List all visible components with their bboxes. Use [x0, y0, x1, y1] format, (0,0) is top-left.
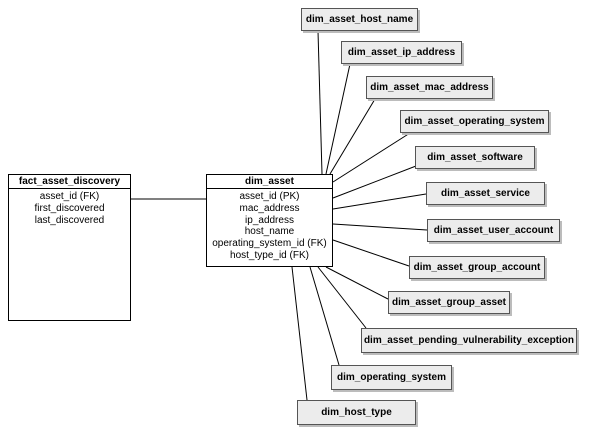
fact-asset-discovery-attributes: asset_id (FK) first_discovered last_disc… — [9, 189, 130, 226]
dim-asset-ip-address-line — [325, 63, 351, 175]
dim-asset-attributes: asset_id (PK) mac_address ip_address hos… — [207, 189, 332, 262]
dim-asset-software-table[interactable]: dim_asset_software — [415, 146, 535, 169]
fact-asset-discovery-table[interactable]: fact_asset_discovery asset_id (FK) first… — [8, 174, 131, 321]
dim-asset-host-name-table[interactable]: dim_asset_host_name — [301, 8, 418, 31]
fact-attribute: last_discovered — [34, 214, 105, 226]
dim-asset-operating-system-line — [332, 132, 411, 183]
dim-asset-pending-vulnerability-exception-table[interactable]: dim_asset_pending_vulnerability_exceptio… — [361, 328, 577, 353]
dim-asset-attribute: host_type_id (FK) — [230, 249, 309, 261]
dim-asset-user-account-line — [332, 223, 428, 231]
fact-attribute: asset_id (FK) — [39, 191, 100, 202]
dim-asset-ip-address-table[interactable]: dim_asset_ip_address — [341, 41, 462, 64]
dim-asset-mac-address-table[interactable]: dim_asset_mac_address — [366, 76, 493, 99]
dim-asset-software-line — [332, 165, 417, 199]
dim-asset-pending-vulnerability-exception-line — [317, 266, 367, 329]
dim-asset-group-account-table[interactable]: dim_asset_group_account — [409, 256, 545, 279]
dim-asset-attribute: host_name — [244, 226, 295, 238]
dim-asset-attribute: ip_address — [245, 214, 294, 226]
fact-attribute: first_discovered — [34, 202, 105, 214]
dim-asset-attribute: operating_system_id (FK) — [212, 238, 327, 250]
dim-operating-system-table[interactable]: dim_operating_system — [331, 365, 452, 390]
dim-asset-mac-address-line — [329, 98, 376, 175]
dim-asset-service-table[interactable]: dim_asset_service — [426, 182, 545, 205]
dim-asset-operating-system-table[interactable]: dim_asset_operating_system — [400, 110, 549, 133]
dim-asset-group-account-line — [332, 239, 410, 267]
dim-asset-group-asset-line — [325, 266, 389, 300]
fact-asset-discovery-title: fact_asset_discovery — [9, 175, 130, 189]
dim-asset-attribute: asset_id (PK) — [239, 191, 300, 202]
dim-asset-user-account-table[interactable]: dim_asset_user_account — [427, 219, 560, 242]
dim-asset-group-asset-table[interactable]: dim_asset_group_asset — [388, 291, 510, 314]
dim-host-type-line — [291, 266, 308, 401]
dim-asset-attribute: mac_address — [239, 202, 300, 214]
dim-asset-service-line — [332, 193, 427, 210]
dim-asset-title: dim_asset — [207, 175, 332, 189]
dim-host-type-table[interactable]: dim_host_type — [297, 400, 416, 425]
dim-asset-host-name-line — [317, 30, 323, 175]
dim-asset-table[interactable]: dim_asset asset_id (PK) mac_address ip_a… — [206, 174, 333, 267]
dim-operating-system-line — [309, 266, 340, 366]
